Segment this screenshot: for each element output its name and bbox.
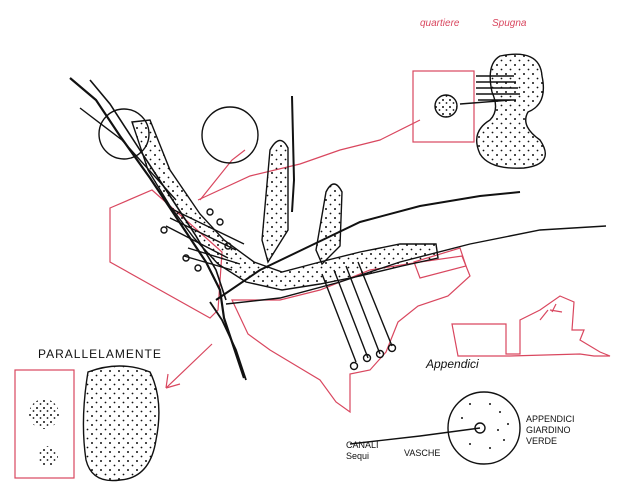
label-appendici: APPENDICI xyxy=(526,414,575,424)
label-giardino: GIARDINO xyxy=(526,425,571,435)
parallel-circle-2 xyxy=(38,446,58,466)
label-quartiere: quartiere xyxy=(420,18,460,29)
parallel-circle-1 xyxy=(29,399,59,429)
label-spugna: Spugna xyxy=(492,18,527,29)
corridor-arm-2 xyxy=(316,184,342,264)
main-road xyxy=(70,78,244,378)
center-vertical-road xyxy=(292,96,294,212)
label-appendici-middle: Appendici xyxy=(425,357,479,371)
appendici-circle xyxy=(448,392,520,464)
right-pink-outline xyxy=(452,296,610,356)
label-sequi: Sequi xyxy=(346,451,369,461)
label-parallelamente: PARALLELAMENTE xyxy=(38,347,162,361)
red-hatch-marks xyxy=(540,304,562,320)
top-middle-circle xyxy=(202,107,258,163)
corridor-arm-1 xyxy=(262,140,288,262)
label-verde: VERDE xyxy=(526,436,557,446)
label-vasche: VASCHE xyxy=(404,448,440,458)
parallel-big-blob xyxy=(83,366,158,481)
spugna-shape-top-right xyxy=(477,54,546,168)
red-arrow xyxy=(166,344,212,388)
spugna-small-circle xyxy=(435,95,457,117)
red-connector xyxy=(200,150,245,200)
label-canali: CANALI xyxy=(346,440,379,450)
